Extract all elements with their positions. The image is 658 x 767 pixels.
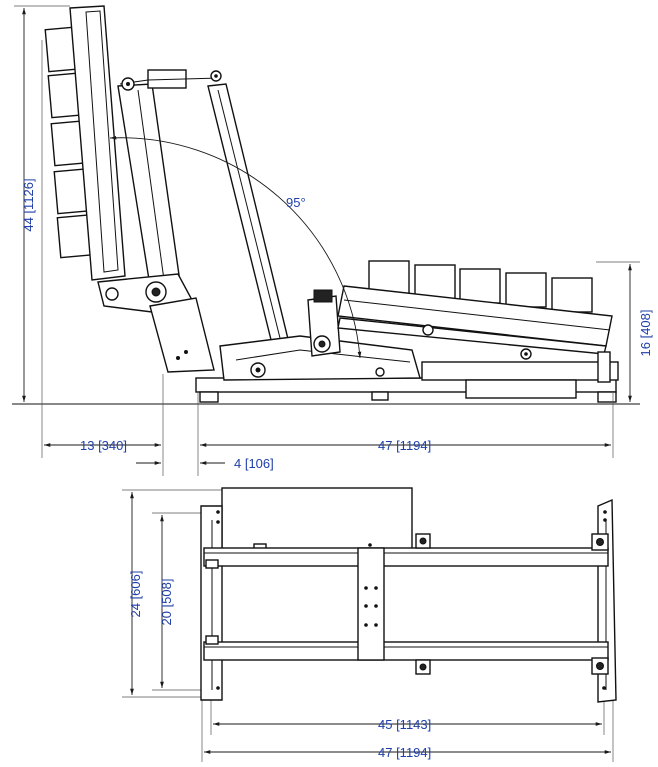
small-offset-label: 4 [106] [234, 456, 274, 471]
front-foot [597, 351, 611, 383]
overall-width-label: 24 [606] [128, 571, 143, 618]
seat-cushions [368, 260, 593, 313]
seat-plan-outline [221, 487, 413, 551]
height-label: 44 [1126] [21, 178, 36, 231]
inner-width-label: 20 [508] [159, 579, 174, 626]
caster-feet [415, 533, 609, 675]
side-length-label: 47 [1194] [378, 438, 431, 453]
angle-arc [109, 135, 362, 359]
front-cross-tube [203, 547, 609, 567]
seat-height-label: 16 [408] [638, 310, 653, 357]
plan-view: 24 [606] 20 [508] 45 [1143] 47 [1194] [122, 487, 617, 762]
plan-length-label: 47 [1194] [378, 745, 431, 760]
rear-cross-tube [203, 641, 609, 661]
center-plate [357, 547, 385, 661]
lower-upright [149, 297, 215, 373]
backrest-frame [117, 83, 181, 287]
side-view: 95° 44 [1126] 16 [408] 13 [340] 47 [1194… [12, 5, 653, 476]
support-strut [207, 83, 297, 377]
angle-label: 95° [286, 195, 306, 210]
inner-length-label: 45 [1143] [378, 717, 431, 732]
rear-offset-label: 13 [340] [80, 438, 127, 453]
